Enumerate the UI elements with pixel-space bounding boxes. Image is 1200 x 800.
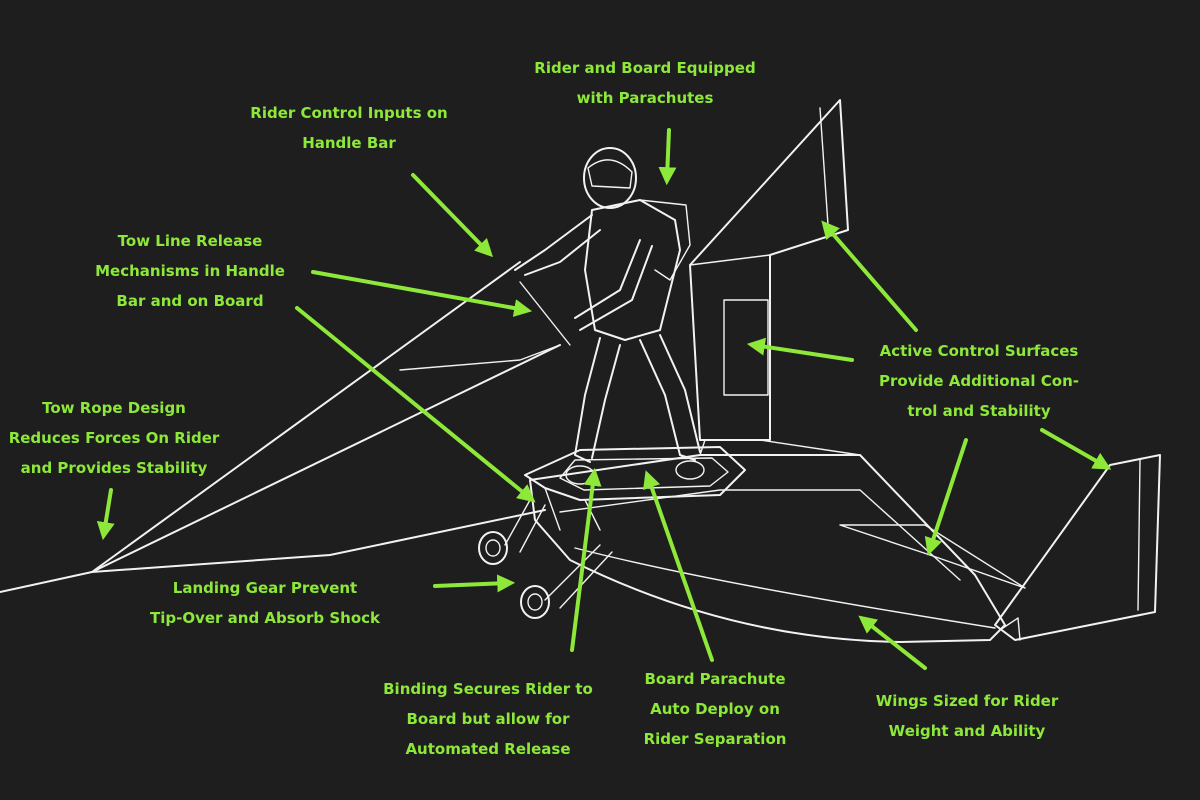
- arrow-rider-parachutes: [658, 128, 677, 186]
- arrow-active-control-wing: [924, 438, 968, 556]
- glider-line-drawing: [0, 99, 1161, 643]
- vertical-fin: [689, 99, 849, 441]
- tow-rope: [0, 261, 561, 593]
- arrow-tow-rope-design: [96, 488, 115, 541]
- arrow-tow-line-release-handle: [311, 270, 533, 317]
- arrow-landing-gear: [433, 574, 516, 593]
- arrow-rider-control-inputs: [411, 173, 494, 258]
- arrow-binding: [570, 467, 602, 652]
- arrow-wings-sized: [858, 615, 927, 670]
- board: [524, 446, 746, 531]
- arrow-active-control-fin-panel: [746, 337, 854, 362]
- arrow-tow-line-release-board: [295, 306, 536, 503]
- landing-gear: [478, 499, 613, 619]
- tail-fin: [994, 454, 1161, 641]
- arrow-active-control-tail: [1040, 428, 1112, 470]
- callout-arrows: [96, 128, 1112, 670]
- rider-figure: [514, 147, 705, 485]
- wing-body: [529, 439, 1026, 643]
- arrow-board-parachute: [643, 470, 714, 662]
- arrow-active-control-fin-top: [821, 220, 918, 332]
